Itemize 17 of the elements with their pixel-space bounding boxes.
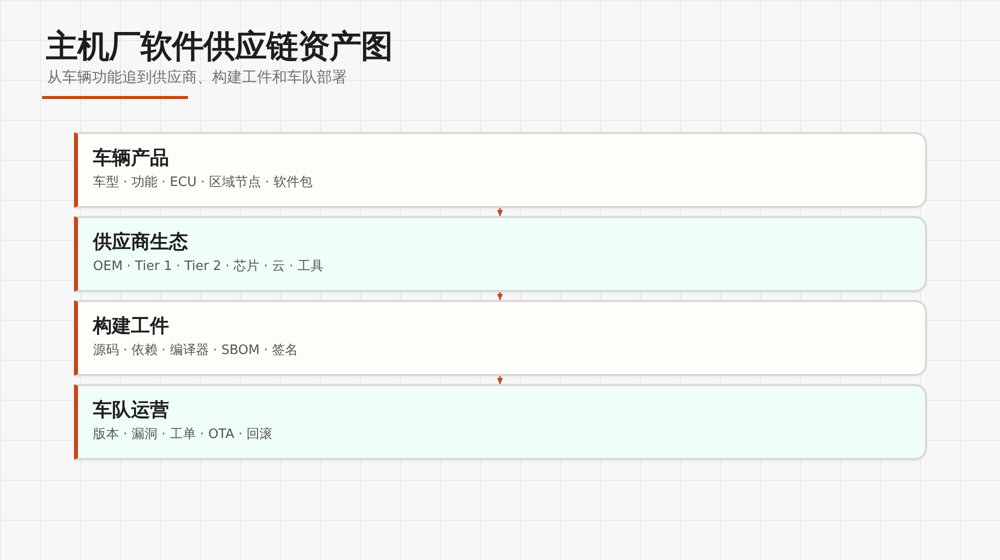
card-title: 车队运营 <box>93 398 170 422</box>
card-items: OEM · Tier 1 · Tier 2 · 芯片 · 云 · 工具 <box>93 258 324 276</box>
arrow <box>497 376 503 384</box>
card-items: 版本 · 漏洞 · 工单 · OTA · 回滚 <box>93 426 274 444</box>
card-title: 车辆产品 <box>93 146 170 170</box>
layer-card <box>74 384 927 460</box>
card-title: 供应商生态 <box>93 230 189 254</box>
subtitle: 从车辆功能追到供应商、构建工件和车队部署 <box>47 67 347 87</box>
card-items: 车型 · 功能 · ECU · 区域节点 · 软件包 <box>93 174 314 192</box>
layer-card <box>74 216 927 292</box>
layer-card <box>74 132 927 208</box>
title: 主机厂软件供应链资产图 <box>46 26 392 66</box>
card-items: 源码 · 依赖 · 编译器 · SBOM · 签名 <box>93 342 299 360</box>
layer-card <box>74 300 927 376</box>
card-title: 构建工件 <box>93 314 170 338</box>
arrow <box>497 292 503 300</box>
arrow <box>497 208 503 216</box>
